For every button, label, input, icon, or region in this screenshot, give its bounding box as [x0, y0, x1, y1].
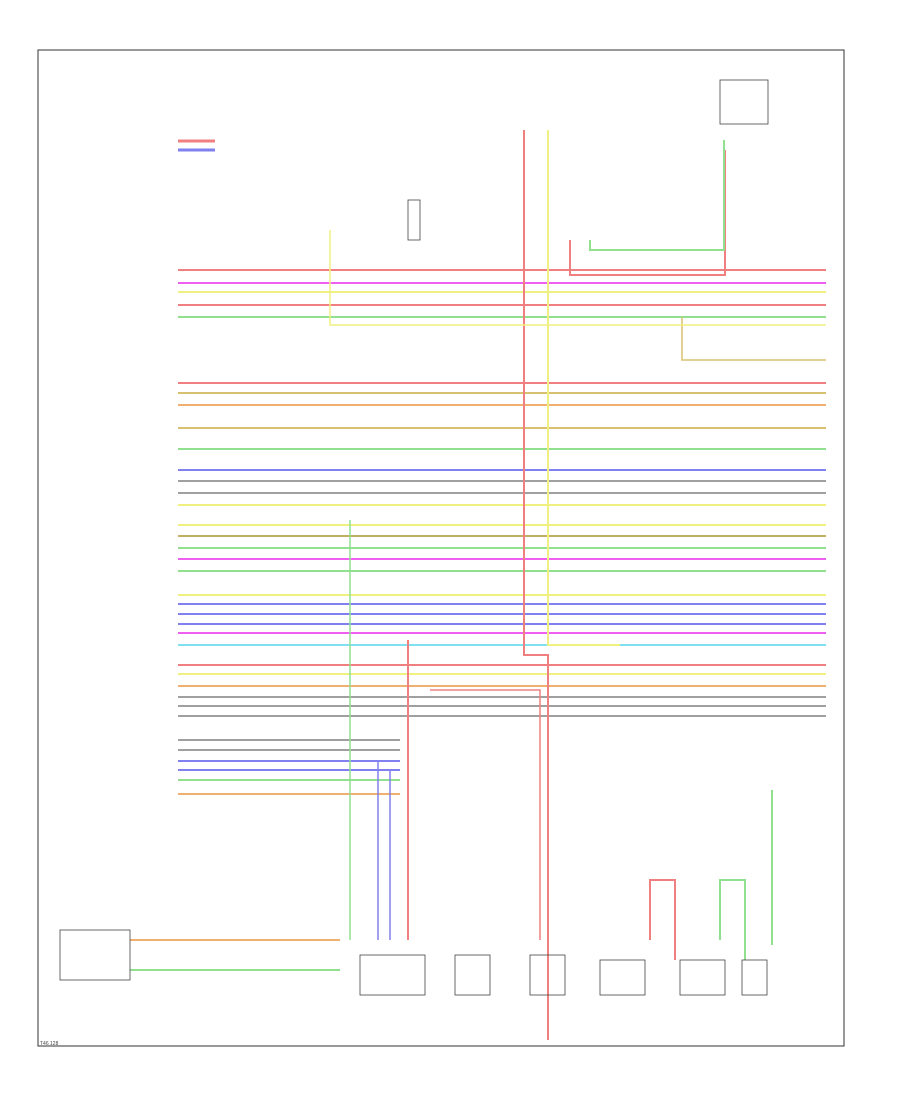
diagram-border	[37, 49, 845, 1047]
vertical-wire-red-1	[523, 130, 549, 1040]
vertical-wire-yellow-1	[547, 130, 620, 646]
wire-layer	[130, 130, 826, 1040]
sensor-component-2	[679, 959, 726, 996]
vertical-wire-yellow-2	[329, 230, 826, 326]
diagram-footer-code: T46 128	[40, 1041, 59, 1047]
control-module-box	[359, 954, 426, 996]
vertical-wire-red-5	[649, 879, 676, 960]
vertical-wire-red-2	[569, 150, 726, 276]
gauge-component	[719, 79, 769, 125]
sensor-component-3	[741, 959, 768, 996]
vertical-wire-green-1	[589, 140, 725, 251]
vertical-wire-red-4	[430, 689, 541, 940]
relay-component	[407, 199, 421, 241]
sensor-component-1	[599, 959, 646, 996]
seat-switch-box	[59, 929, 131, 981]
vertical-wire-tan-1	[681, 317, 826, 361]
switch-component-middle	[529, 954, 566, 996]
vertical-wire-green-4	[719, 879, 746, 960]
switch-component-left	[454, 954, 491, 996]
component-layer	[59, 79, 769, 996]
